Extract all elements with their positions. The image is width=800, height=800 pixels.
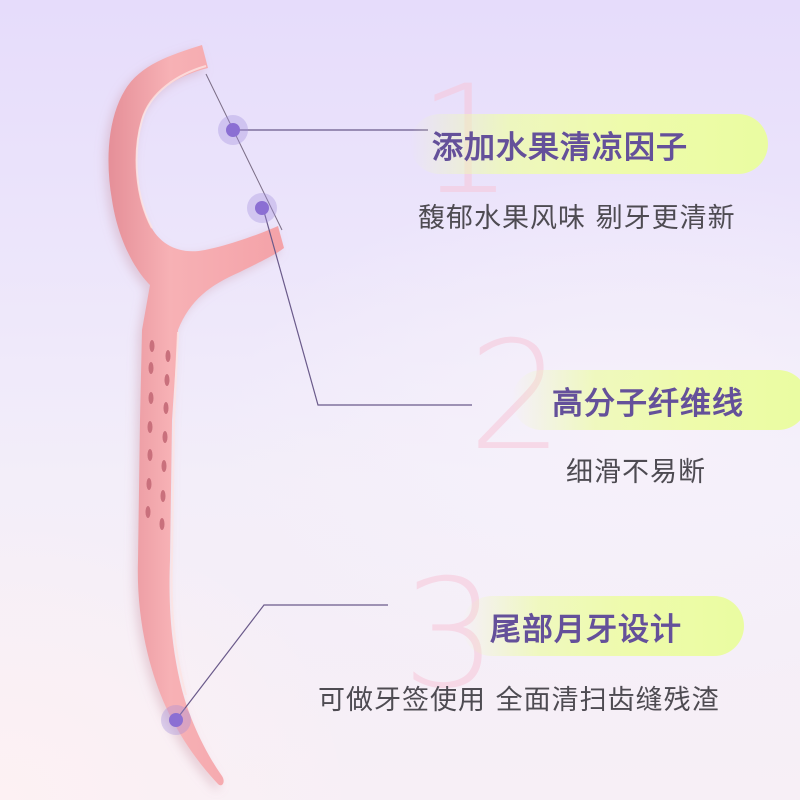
feature-title-1: 添加水果清凉因子 <box>432 129 688 166</box>
feature-title-2: 高分子纤维线 <box>552 385 744 422</box>
feature-title-3: 尾部月牙设计 <box>490 611 682 648</box>
feature-subtitle-3: 可做牙签使用 全面清扫齿缝残渣 <box>318 685 720 716</box>
feature-title-pill-3: 尾部月牙设计 <box>462 596 744 656</box>
feature-title-pill-2: 高分子纤维线 <box>512 370 800 430</box>
marker-dot-tail-tip <box>161 705 191 735</box>
feature-subtitle-1: 馥郁水果风味 剔牙更清新 <box>418 203 736 234</box>
grip-holes <box>145 340 171 530</box>
feature-subtitle-2: 细滑不易断 <box>566 457 706 488</box>
feature-title-pill-1: 添加水果清凉因子 <box>410 114 768 174</box>
marker-dot-floss-fruit <box>218 115 248 145</box>
marker-dot-floss-thread <box>247 193 277 223</box>
floss-thread <box>205 73 283 231</box>
floss-pick-body <box>108 45 284 786</box>
leader-lines <box>175 129 472 721</box>
